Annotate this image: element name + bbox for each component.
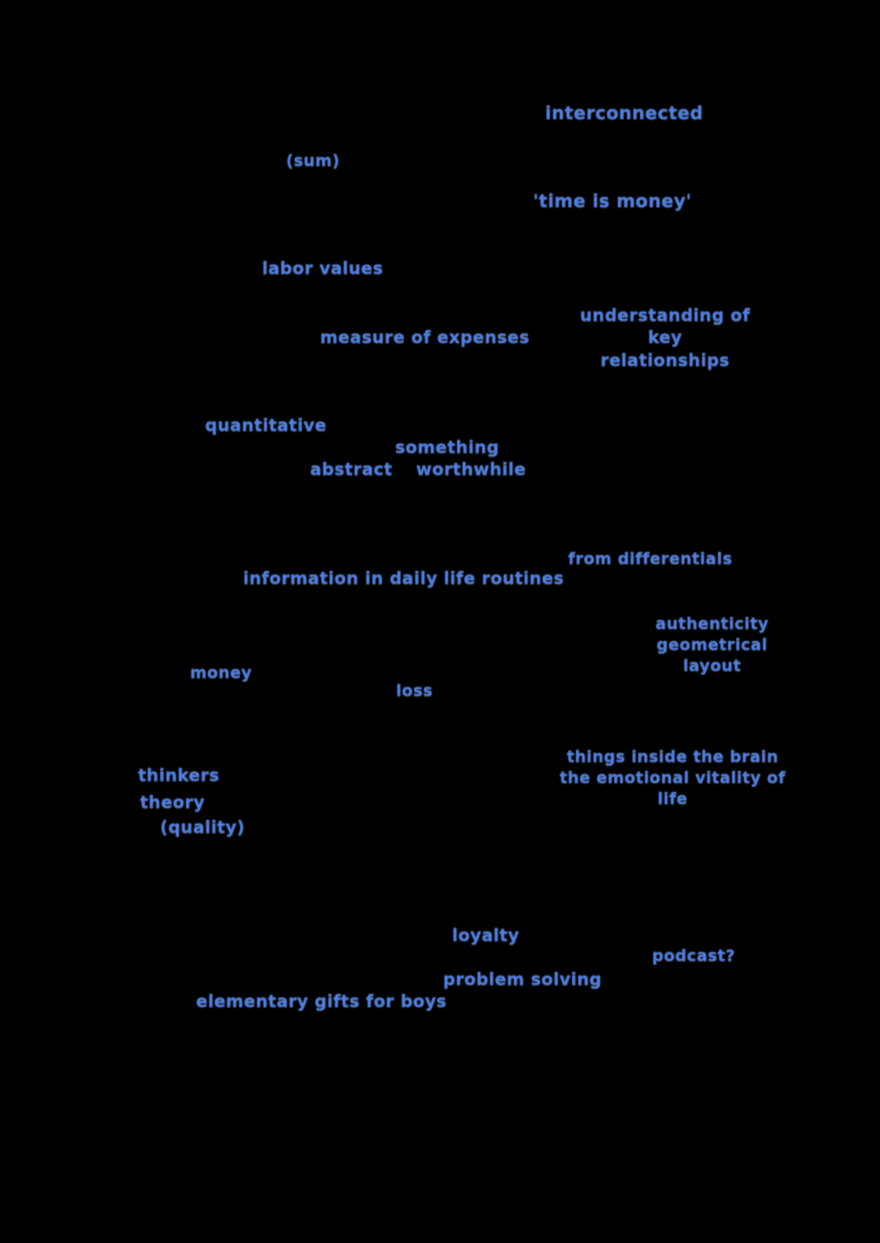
map-node-time-is-money[interactable]: 'time is money': [533, 191, 692, 212]
map-node-podcast[interactable]: podcast?: [652, 946, 736, 965]
map-node-emotional-vitality[interactable]: things inside the brain the emotional vi…: [559, 747, 786, 809]
map-node-information-routines[interactable]: information in daily life routines: [243, 569, 564, 589]
map-node-understanding[interactable]: understanding of key relationships: [579, 306, 751, 371]
map-node-quality[interactable]: (quality): [160, 818, 245, 838]
map-node-from-differentials[interactable]: from differentials: [568, 549, 733, 568]
map-node-labor-values[interactable]: labor values: [262, 259, 384, 279]
map-node-something[interactable]: something: [395, 438, 500, 458]
map-node-interconnected[interactable]: interconnected: [545, 103, 704, 124]
map-node-quantitative[interactable]: quantitative: [205, 416, 327, 436]
map-node-thinkers[interactable]: thinkers: [138, 766, 220, 786]
map-node-money[interactable]: money: [190, 663, 252, 682]
map-node-elementary-gifts[interactable]: elementary gifts for boys: [196, 992, 447, 1012]
map-node-authenticity[interactable]: authenticity geometrical layout: [655, 614, 769, 676]
map-node-problem-solving[interactable]: problem solving: [443, 970, 602, 990]
map-node-abstract[interactable]: abstract: [310, 460, 393, 480]
map-node-loyalty[interactable]: loyalty: [452, 926, 520, 946]
map-node-loss[interactable]: loss: [396, 681, 433, 700]
map-node-sum[interactable]: (sum): [286, 151, 340, 170]
map-node-theory[interactable]: theory: [140, 793, 205, 813]
map-node-measure-of-expenses[interactable]: measure of expenses: [320, 328, 530, 348]
map-node-worthwhile[interactable]: worthwhile: [416, 460, 526, 480]
